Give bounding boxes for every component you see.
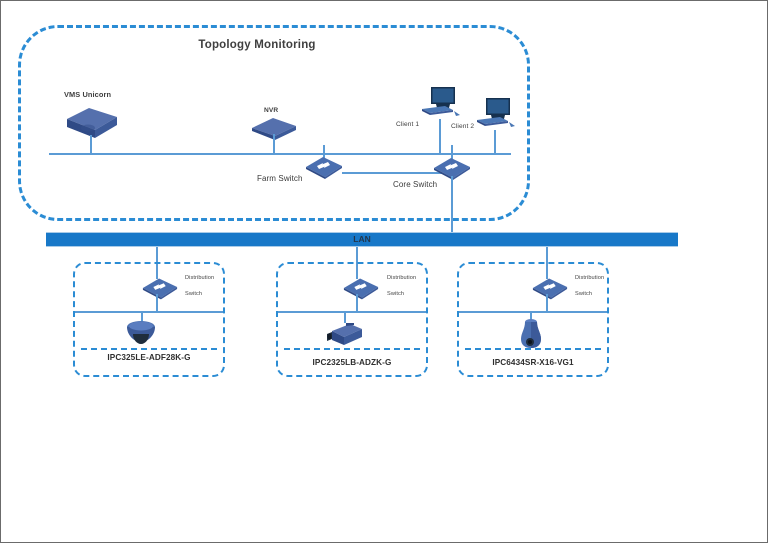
group1-camera-drop-line [141, 311, 143, 323]
group1-switch-label-line1: Distribution [185, 275, 215, 281]
group2-bus-line [278, 311, 426, 313]
group3-switch-label-line2: Switch [575, 291, 593, 297]
ptz-camera-icon [516, 317, 546, 349]
core-switch-label: Core Switch [393, 180, 438, 189]
group2-camera-model-label: IPC2325LB-ADZK-G [312, 358, 392, 367]
farm-to-core-link-line [342, 172, 442, 174]
vms-drop-line [90, 135, 92, 154]
group2-separator-line [284, 348, 420, 350]
core-switch-uplink-line [451, 145, 453, 159]
group2-switch-downlink-line [356, 294, 358, 312]
group3-camera-model-label: IPC6434SR-X16-VG1 [492, 358, 574, 367]
client-2-label: Client 2 [451, 123, 475, 130]
group1-bus-line [75, 311, 223, 313]
dome-camera-icon [123, 319, 159, 347]
group1-camera-model-label: IPC325LE-ADF28K-G [107, 353, 191, 362]
core-switch-to-lan-line [451, 176, 453, 233]
server-icon [63, 105, 121, 139]
group1-switch-downlink-line [156, 294, 158, 312]
network-switch-icon [531, 276, 569, 300]
group3-bus-line [459, 311, 607, 313]
desktop-computer-icon [474, 96, 516, 132]
group1-separator-line [81, 348, 217, 350]
nvr-icon [250, 115, 298, 141]
group3-switch-downlink-line [546, 294, 548, 312]
group3-separator-line [465, 348, 601, 350]
network-switch-icon [432, 156, 472, 180]
camera-group-1 [73, 262, 225, 377]
camera-group-3 [457, 262, 609, 377]
group2-switch-label-line2: Switch [387, 291, 405, 297]
network-switch-icon [342, 276, 380, 300]
farm-switch-uplink-line [323, 145, 325, 159]
nvr-drop-line [273, 134, 275, 154]
group3-camera-drop-line [530, 311, 532, 323]
monitoring-backbone-line [49, 153, 511, 155]
client-1-drop-line [439, 119, 441, 154]
nvr-label: NVR [264, 107, 279, 114]
group3-switch-label-line1: Distribution [575, 275, 605, 281]
lan-label: LAN [353, 234, 371, 244]
network-switch-icon [304, 155, 344, 179]
topology-monitoring-zone [18, 25, 530, 221]
desktop-computer-icon [419, 85, 461, 121]
farm-switch-label: Farm Switch [257, 174, 303, 183]
lan-bar [46, 232, 678, 247]
group2-switch-label-line1: Distribution [387, 275, 417, 281]
box-camera-icon [324, 321, 366, 347]
camera-group-2 [276, 262, 428, 377]
network-switch-icon [141, 276, 179, 300]
client-2-drop-line [494, 130, 496, 154]
topology-monitoring-title: Topology Monitoring [198, 39, 316, 51]
group2-camera-drop-line [344, 311, 346, 323]
group1-switch-label-line2: Switch [185, 291, 203, 297]
vms-unicorn-label: VMS Unicorn [64, 90, 112, 99]
client-1-label: Client 1 [396, 121, 420, 128]
